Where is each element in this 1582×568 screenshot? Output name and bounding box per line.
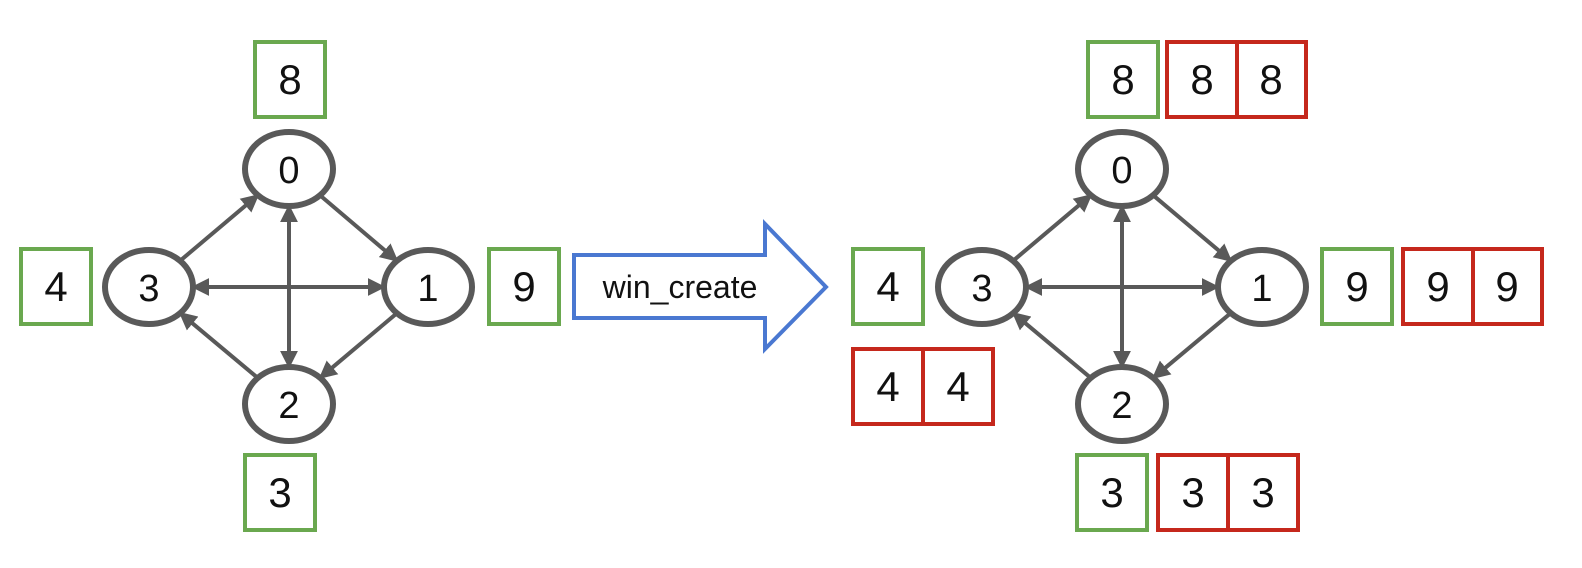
right-node-3: 3 — [935, 247, 1029, 327]
left-node-0: 0 — [242, 129, 336, 209]
left-node-2: 2 — [242, 364, 336, 444]
win-create-arrow-shape — [572, 219, 829, 354]
right-window-1-cell-1 — [1471, 247, 1544, 326]
right-node-0-circle — [1075, 129, 1169, 209]
left-node-3-circle — [102, 247, 196, 327]
right-local-boxes: 8 9 3 4 — [851, 40, 1394, 532]
left-node-0-label: 0 — [278, 150, 299, 192]
right-window-boxes: 8 8 9 9 3 3 4 4 — [851, 40, 1544, 532]
left-node-3: 3 — [102, 247, 196, 327]
right-window-3: 4 4 — [851, 347, 995, 426]
left-local-box-3-rect — [19, 247, 93, 326]
right-node-2-label: 2 — [1111, 385, 1132, 427]
left-node-3-label: 3 — [138, 268, 159, 310]
left-edge-2-3 — [178, 311, 260, 380]
right-node-3-label: 3 — [971, 268, 992, 310]
left-node-1-circle — [381, 247, 475, 327]
right-window-2: 3 3 — [1156, 453, 1300, 532]
right-edge-1-2 — [1151, 311, 1233, 380]
right-local-box-1-rect — [1320, 247, 1394, 326]
right-local-box-0-rect — [1086, 40, 1160, 119]
right-local-value-1: 9 — [1345, 263, 1368, 310]
left-node-1: 1 — [381, 247, 475, 327]
right-window-1-value-1: 9 — [1495, 263, 1518, 310]
left-node-2-circle — [242, 364, 336, 444]
right-window-2-value-1: 3 — [1251, 469, 1274, 516]
right-local-box-3: 4 — [851, 247, 925, 326]
left-local-box-0-rect — [253, 40, 327, 119]
right-edges — [1011, 193, 1233, 380]
right-node-3-circle — [935, 247, 1029, 327]
right-window-0: 8 8 — [1165, 40, 1308, 119]
right-local-value-0: 8 — [1111, 56, 1134, 103]
left-edge-3-0 — [178, 193, 260, 263]
right-window-1-value-0: 9 — [1426, 263, 1449, 310]
right-window-1: 9 9 — [1401, 247, 1544, 326]
right-local-box-2: 3 — [1075, 453, 1149, 532]
left-node-1-label: 1 — [417, 268, 438, 310]
left-local-value-0: 8 — [278, 56, 301, 103]
right-local-box-2-rect — [1075, 453, 1149, 532]
left-edge-1-2 — [318, 311, 399, 380]
left-edges — [178, 193, 399, 380]
left-local-box-1-rect — [487, 247, 561, 326]
right-edge-3-0 — [1011, 193, 1093, 263]
left-local-value-1: 9 — [512, 263, 535, 310]
left-node-2-label: 2 — [278, 385, 299, 427]
left-local-box-3: 4 — [19, 247, 93, 326]
win-create-arrow: win_create — [572, 219, 829, 354]
right-window-3-value-0: 4 — [876, 363, 899, 410]
left-nodes: 0 1 2 3 — [102, 129, 475, 444]
left-local-box-2-rect — [243, 453, 317, 532]
left-local-value-3: 4 — [44, 263, 67, 310]
right-local-value-2: 3 — [1100, 469, 1123, 516]
right-graph: 0 1 2 3 8 9 — [851, 40, 1544, 532]
right-local-box-0: 8 — [1086, 40, 1160, 119]
right-window-3-value-1: 4 — [946, 363, 969, 410]
right-node-2-circle — [1075, 364, 1169, 444]
right-nodes: 0 1 2 3 — [935, 129, 1309, 444]
right-window-0-value-0: 8 — [1190, 56, 1213, 103]
right-window-0-cell-1 — [1235, 40, 1308, 119]
right-node-1-circle — [1215, 247, 1309, 327]
right-window-0-value-1: 8 — [1259, 56, 1282, 103]
right-window-3-cell-1 — [921, 347, 995, 426]
right-local-box-3-rect — [851, 247, 925, 326]
win-create-label: win_create — [602, 269, 758, 305]
right-node-0: 0 — [1075, 129, 1169, 209]
left-local-box-0: 8 — [253, 40, 327, 119]
right-node-2: 2 — [1075, 364, 1169, 444]
left-local-box-1: 9 — [487, 247, 561, 326]
left-edge-0-1 — [318, 193, 399, 263]
right-local-value-3: 4 — [876, 263, 899, 310]
left-local-box-2: 3 — [243, 453, 317, 532]
right-window-2-cell-1 — [1226, 453, 1300, 532]
left-node-0-circle — [242, 129, 336, 209]
right-edge-0-1 — [1151, 193, 1233, 263]
right-node-0-label: 0 — [1111, 150, 1132, 192]
right-node-1-label: 1 — [1251, 268, 1272, 310]
right-local-box-1: 9 — [1320, 247, 1394, 326]
right-node-1: 1 — [1215, 247, 1309, 327]
right-edge-2-3 — [1011, 311, 1093, 380]
left-graph: 0 1 2 3 8 9 — [19, 40, 561, 532]
left-local-value-2: 3 — [268, 469, 291, 516]
left-local-boxes: 8 9 3 4 — [19, 40, 561, 532]
right-window-2-value-0: 3 — [1181, 469, 1204, 516]
